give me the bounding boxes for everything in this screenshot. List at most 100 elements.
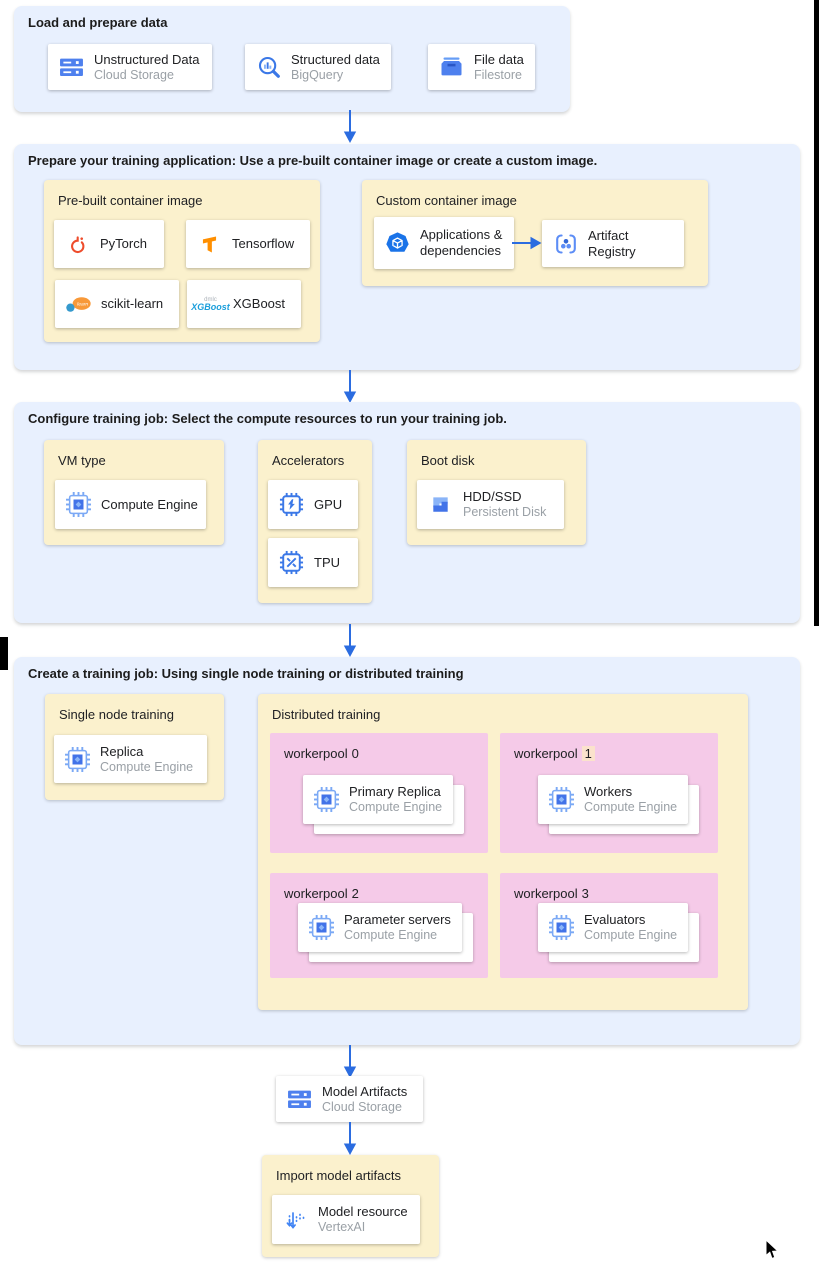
compute-engine-icon — [548, 787, 575, 812]
panel-title: Custom container image — [376, 193, 517, 208]
filestore-icon — [438, 57, 465, 77]
disk-icon — [427, 493, 454, 516]
section-title: Configure training job: Select the compu… — [28, 411, 507, 426]
flow-arrow-icon — [512, 235, 542, 251]
panel-import-model-artifacts: Import model artifacts Model resource Ve… — [262, 1155, 439, 1257]
compute-engine-icon — [308, 915, 335, 940]
panel-custom-container-image: Custom container image Applications & de… — [362, 180, 708, 286]
section-title: Load and prepare data — [28, 15, 168, 30]
flow-arrow-icon — [342, 110, 358, 144]
flow-arrow-icon — [342, 624, 358, 658]
card-title: Primary Replica — [349, 784, 441, 799]
tensorflow-icon — [196, 234, 223, 255]
gpu-icon — [278, 492, 305, 517]
card-model-artifacts: Model Artifacts Cloud Storage — [276, 1076, 423, 1122]
card-title: HDD/SSD — [463, 489, 522, 504]
card-subtitle: Filestore — [474, 67, 522, 82]
card-title: Workers — [584, 784, 633, 799]
flow-arrow-icon — [342, 370, 358, 404]
panel-accelerators: Accelerators GPU TPU — [258, 440, 372, 603]
card-title: PyTorch — [100, 236, 147, 251]
card-title: Applications & dependencies — [420, 227, 503, 258]
panel-title: VM type — [58, 453, 106, 468]
card-title: Artifact Registry — [588, 227, 636, 259]
section-prepare-training-application: Prepare your training application: Use a… — [14, 144, 800, 370]
panel-title: Pre-built container image — [58, 193, 203, 208]
section-create-training-job: Create a training job: Using single node… — [14, 657, 800, 1045]
workerpool-number: 0 — [351, 746, 359, 761]
workerpool-number-highlighted: 1 — [581, 746, 595, 761]
compute-engine-icon — [313, 787, 340, 812]
card-applications-dependencies: Applications & dependencies — [374, 217, 514, 269]
card-tensorflow: Tensorflow — [186, 220, 310, 268]
panel-prebuilt-container-image: Pre-built container image PyTorch Tensor… — [44, 180, 320, 342]
compute-engine-icon — [65, 492, 92, 517]
card-title: Tensorflow — [232, 236, 295, 251]
compute-engine-icon — [548, 915, 575, 940]
cloud-storage-icon — [58, 57, 85, 78]
card-artifact-registry: Artifact Registry — [542, 220, 684, 267]
section-configure-training-job: Configure training job: Select the compu… — [14, 402, 800, 623]
card-subtitle: Compute Engine — [584, 928, 678, 942]
screen-edge-artifact-right — [814, 0, 819, 626]
card-structured-data: Structured data BigQuery — [245, 44, 391, 90]
applications-icon — [384, 231, 411, 256]
card-title: Model resource — [318, 1204, 408, 1219]
panel-single-node-training: Single node training Replica Compute Eng… — [45, 694, 224, 800]
card-subtitle: Compute Engine — [100, 759, 194, 774]
card-tpu: TPU — [268, 538, 358, 587]
vertex-ai-icon — [282, 1208, 309, 1232]
card-title: Model Artifacts — [322, 1083, 408, 1099]
card-title: File data — [474, 51, 524, 67]
card-title: Parameter servers — [344, 912, 451, 927]
panel-title: Single node training — [59, 707, 174, 722]
card-model-resource: Model resource VertexAI — [272, 1195, 420, 1244]
card-title: Compute Engine — [101, 496, 198, 512]
card-subtitle: Cloud Storage — [94, 67, 174, 82]
card-title: TPU — [314, 554, 340, 570]
card-subtitle: Compute Engine — [349, 800, 443, 814]
card-subtitle: VertexAI — [318, 1220, 366, 1234]
card-subtitle: Persistent Disk — [463, 505, 547, 519]
tpu-icon — [278, 550, 305, 575]
pytorch-icon — [64, 233, 91, 256]
section-title: Create a training job: Using single node… — [28, 666, 464, 681]
compute-engine-icon — [64, 746, 91, 772]
card-hdd-ssd: HDD/SSD Persistent Disk — [417, 480, 564, 529]
card-subtitle: BigQuery — [291, 67, 344, 82]
card-pytorch: PyTorch — [54, 220, 164, 268]
card-scikit-learn: learn scikit-learn — [55, 280, 179, 328]
panel-title: Distributed training — [272, 707, 381, 722]
card-subtitle: Compute Engine — [584, 800, 678, 814]
flow-arrow-icon — [342, 1045, 358, 1079]
card-gpu: GPU — [268, 480, 358, 529]
panel-boot-disk: Boot disk HDD/SSD Persistent Disk — [407, 440, 586, 545]
card-file-data: File data Filestore — [428, 44, 535, 90]
section-title: Prepare your training application: Use a… — [28, 153, 598, 168]
card-evaluators: Evaluators Compute Engine — [538, 903, 688, 952]
card-parameter-servers: Parameter servers Compute Engine — [298, 903, 462, 952]
card-title: GPU — [314, 496, 343, 512]
card-replica: Replica Compute Engine — [54, 735, 207, 783]
card-compute-engine: Compute Engine — [55, 480, 206, 529]
screen-edge-artifact-left — [0, 637, 8, 670]
card-title: Structured data — [291, 51, 380, 67]
workerpool-number: 3 — [581, 886, 589, 901]
scikit-learn-icon: learn — [65, 295, 92, 314]
workerpool-number: 2 — [351, 886, 359, 901]
bigquery-icon — [255, 55, 282, 79]
panel-title: Accelerators — [272, 453, 345, 468]
panel-vm-type: VM type Compute Engine — [44, 440, 224, 545]
card-title: Evaluators — [584, 912, 646, 927]
flow-arrow-icon — [342, 1122, 358, 1156]
